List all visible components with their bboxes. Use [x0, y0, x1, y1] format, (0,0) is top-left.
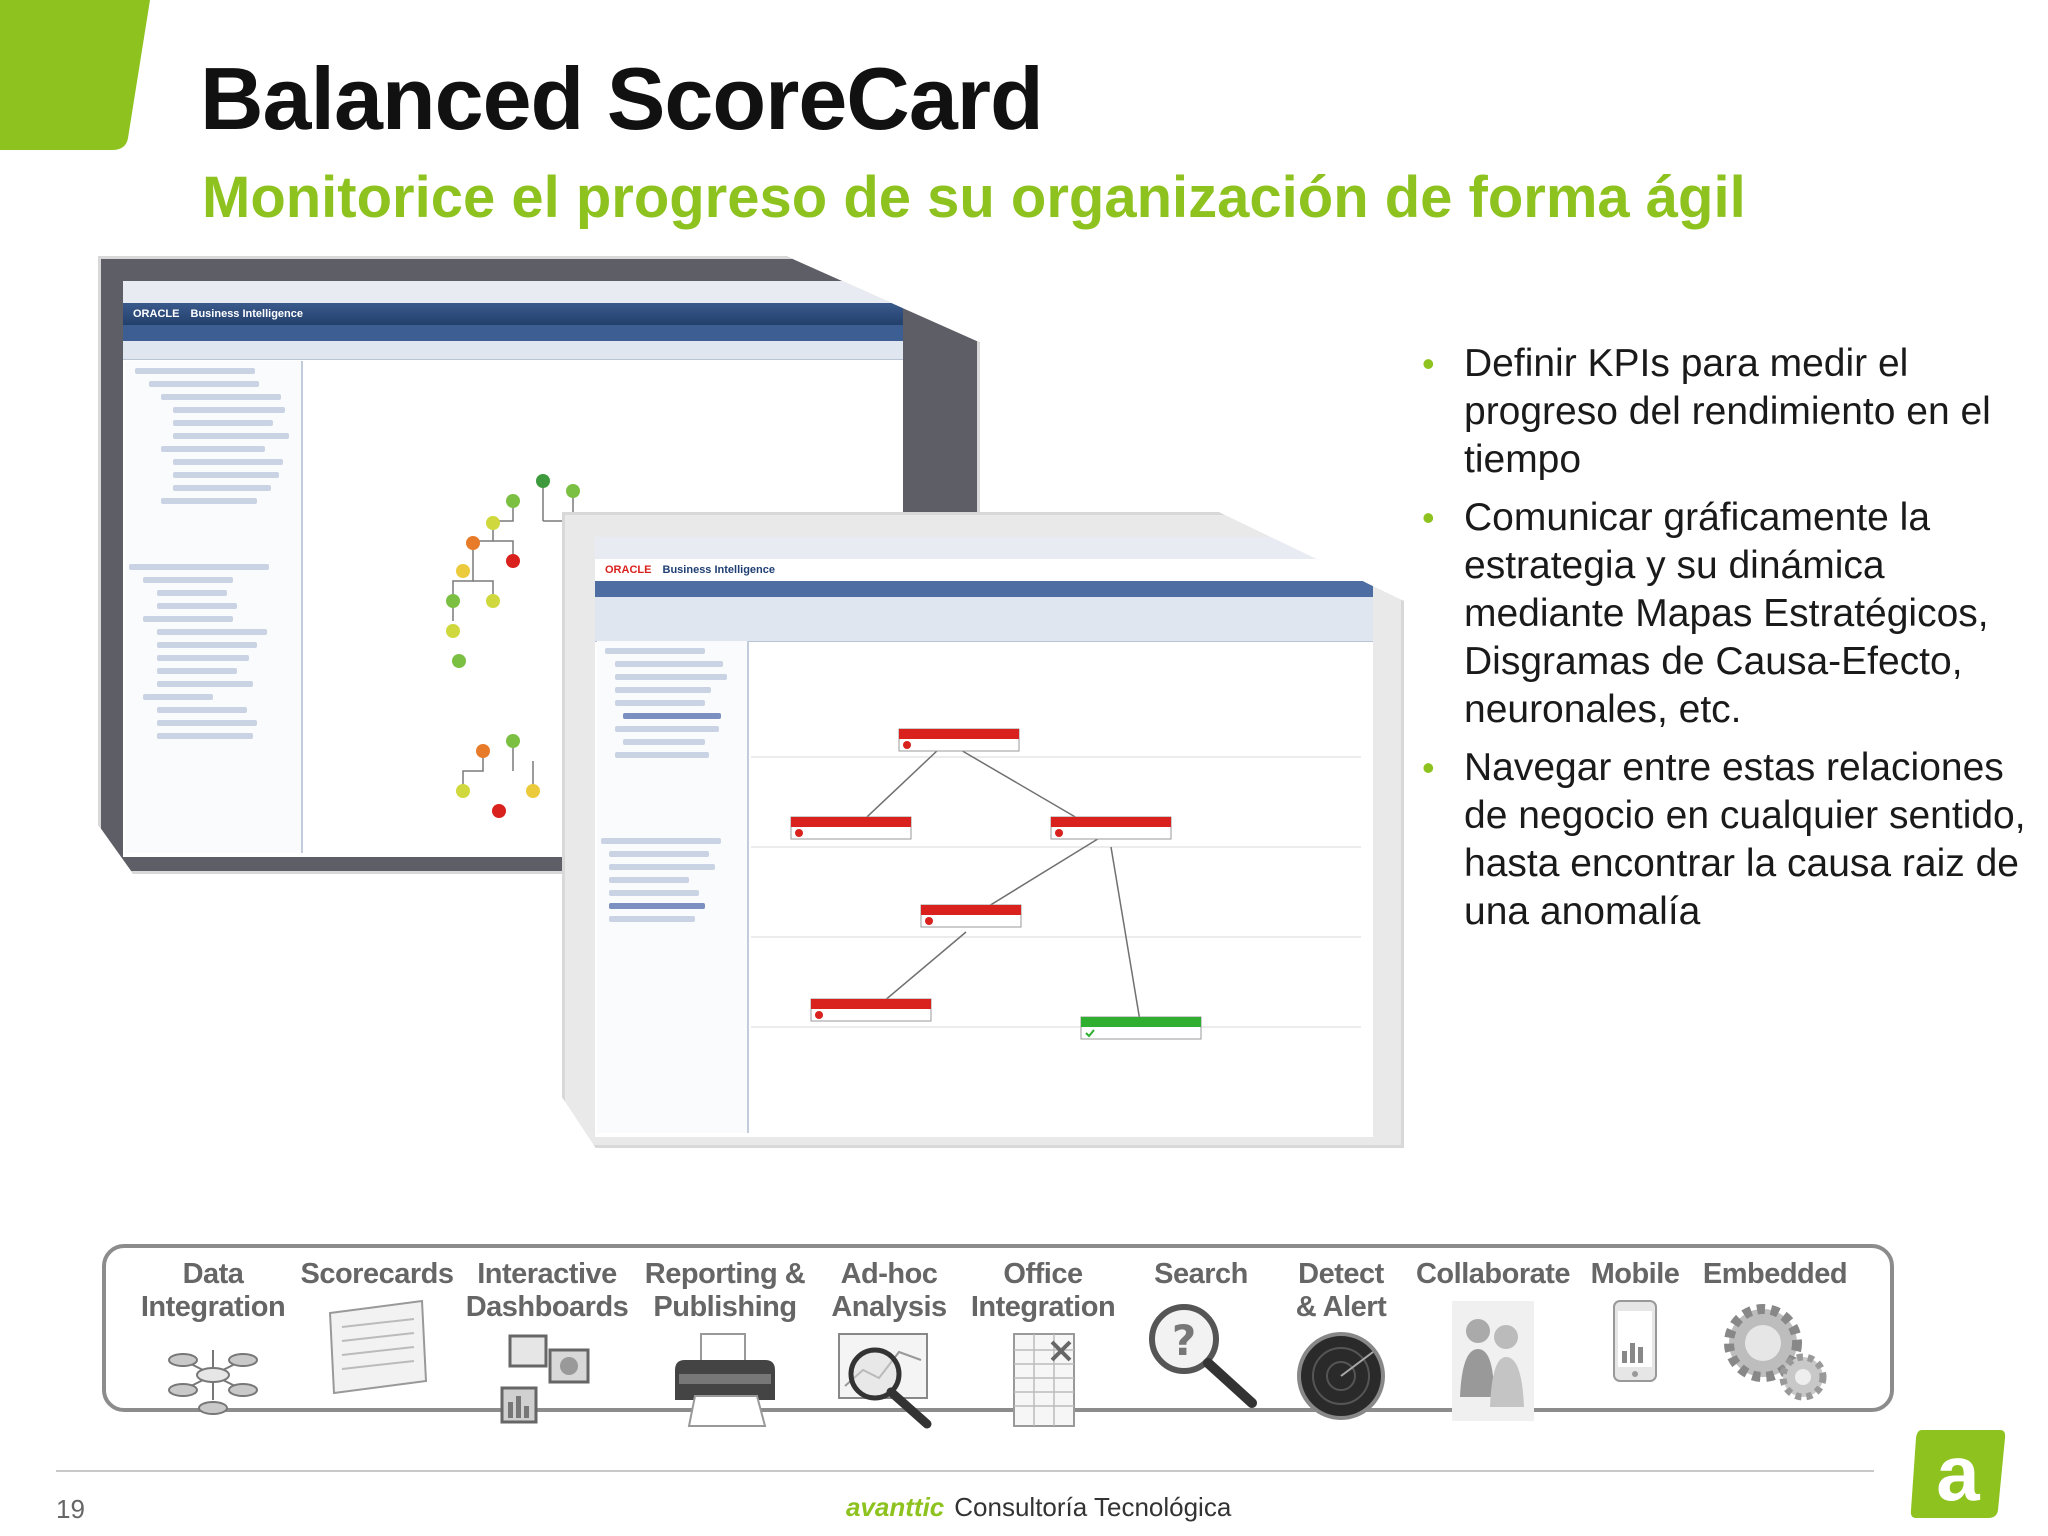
capability-label: Embedded	[1702, 1258, 1848, 1290]
capability-label: Publishing	[653, 1291, 797, 1323]
capability-label: Interactive	[477, 1258, 617, 1290]
smartphone-icon	[1613, 1300, 1657, 1382]
capability-embedded: Embedded	[1690, 1258, 1860, 1407]
capability-detect-alert: Detect & Alert	[1256, 1258, 1426, 1430]
app-tab-bar	[123, 341, 903, 360]
kpi-node-broaden-revenue-mix[interactable]	[790, 816, 912, 840]
page-title: Balanced ScoreCard	[200, 49, 1044, 148]
screenshot-strategy-map: ORACLE Business Intelligence	[562, 512, 1404, 1148]
bullet-item: Comunicar gráficamente la estrategia y s…	[1418, 494, 2028, 734]
capability-search: Search ?	[1116, 1258, 1286, 1417]
app-name: Business Intelligence	[662, 564, 775, 576]
avanttic-logo-icon: a	[1910, 1429, 2006, 1518]
logo-letter: a	[1936, 1429, 1980, 1517]
feature-bullet-list: Definir KPIs para medir el progreso del …	[1418, 340, 2028, 946]
app-tab-bar	[595, 597, 1373, 642]
gears-icon	[1724, 1304, 1827, 1401]
capability-label: Reporting &	[644, 1258, 806, 1290]
capability-collaborate: Collaborate	[1408, 1258, 1578, 1427]
strategy-tree-panel	[125, 361, 303, 853]
app-subbar	[123, 325, 903, 341]
corner-accent-shape	[0, 0, 150, 150]
magnifier-chart-icon	[838, 1333, 932, 1429]
capability-label: Scorecards	[300, 1258, 455, 1290]
people-icon	[1452, 1301, 1534, 1421]
app-header: ORACLE Business Intelligence	[123, 303, 903, 325]
capability-interactive-dashboards: Interactive Dashboards	[462, 1258, 632, 1430]
scorecard-screen-icon	[328, 1299, 428, 1395]
capability-label: Mobile	[1590, 1258, 1680, 1290]
kpi-node-improve-financial-results[interactable]	[898, 728, 1020, 752]
kpi-node-improve-employee-effectiveness[interactable]	[810, 998, 932, 1022]
browser-toolbar	[595, 537, 1373, 560]
kpi-node-stabilize-workforce[interactable]	[1080, 1016, 1202, 1040]
brand-tagline: Consultoría Tecnológica	[954, 1492, 1232, 1522]
brand-name: avanttic	[846, 1492, 945, 1522]
capability-label: & Alert	[1295, 1291, 1387, 1323]
page-subtitle: Monitorice el progreso de su organizació…	[202, 165, 1746, 230]
printer-icon	[675, 1333, 775, 1427]
page-number: 19	[56, 1494, 85, 1524]
footer-brand: avanttic Consultoría Tecnológica	[846, 1492, 1231, 1523]
capability-data-integration: Data Integration	[128, 1258, 298, 1420]
capability-label: Dashboards	[465, 1291, 629, 1323]
capability-label: Integration	[140, 1291, 286, 1323]
vendor-logo: ORACLE	[605, 564, 652, 576]
app-window-back: ORACLE Business Intelligence	[123, 281, 903, 857]
capability-label: Ad-hoc	[840, 1258, 938, 1290]
database-network-icon	[168, 1350, 258, 1415]
capability-label: Integration	[970, 1291, 1116, 1323]
app-subbar	[595, 581, 1373, 597]
capability-label: Data	[182, 1258, 244, 1290]
kpi-node-enhance-customer-satisfaction[interactable]	[1050, 816, 1172, 840]
bullet-item: Definir KPIs para medir el progreso del …	[1418, 340, 2028, 484]
capability-office-integration: Office Integration	[958, 1258, 1128, 1430]
scorecard-tree-panel	[597, 641, 749, 1133]
svg-text:?: ?	[1172, 1316, 1196, 1365]
capability-adhoc-analysis: Ad-hoc Analysis	[804, 1258, 974, 1430]
capability-label: Search	[1154, 1258, 1248, 1290]
vendor-logo: ORACLE	[133, 308, 180, 320]
app-header: ORACLE Business Intelligence	[595, 559, 1373, 583]
question-magnifier-icon: ?	[1149, 1304, 1257, 1408]
capability-mobile: Mobile	[1550, 1258, 1720, 1407]
footer-divider	[56, 1470, 1874, 1472]
capability-label: Detect	[1298, 1258, 1384, 1290]
capability-label: Collaborate	[1415, 1258, 1571, 1290]
dashboard-panels-icon	[500, 1334, 590, 1424]
radar-icon	[1297, 1332, 1385, 1420]
spreadsheet-icon	[1013, 1333, 1075, 1427]
app-window-front: ORACLE Business Intelligence	[595, 537, 1373, 1137]
browser-toolbar	[123, 281, 903, 304]
capability-reporting-publishing: Reporting & Publishing	[640, 1258, 810, 1430]
strategy-map-diagram	[751, 728, 1361, 1040]
app-name: Business Intelligence	[190, 308, 303, 320]
capability-label: Office	[1003, 1258, 1083, 1290]
strategy-tree-diagram	[446, 474, 580, 818]
capability-scorecards: Scorecards	[292, 1258, 462, 1397]
bullet-item: Navegar entre estas relaciones de negoci…	[1418, 744, 2028, 936]
kpi-node-improve-efficiency[interactable]	[920, 904, 1022, 928]
capability-label: Analysis	[831, 1291, 947, 1323]
